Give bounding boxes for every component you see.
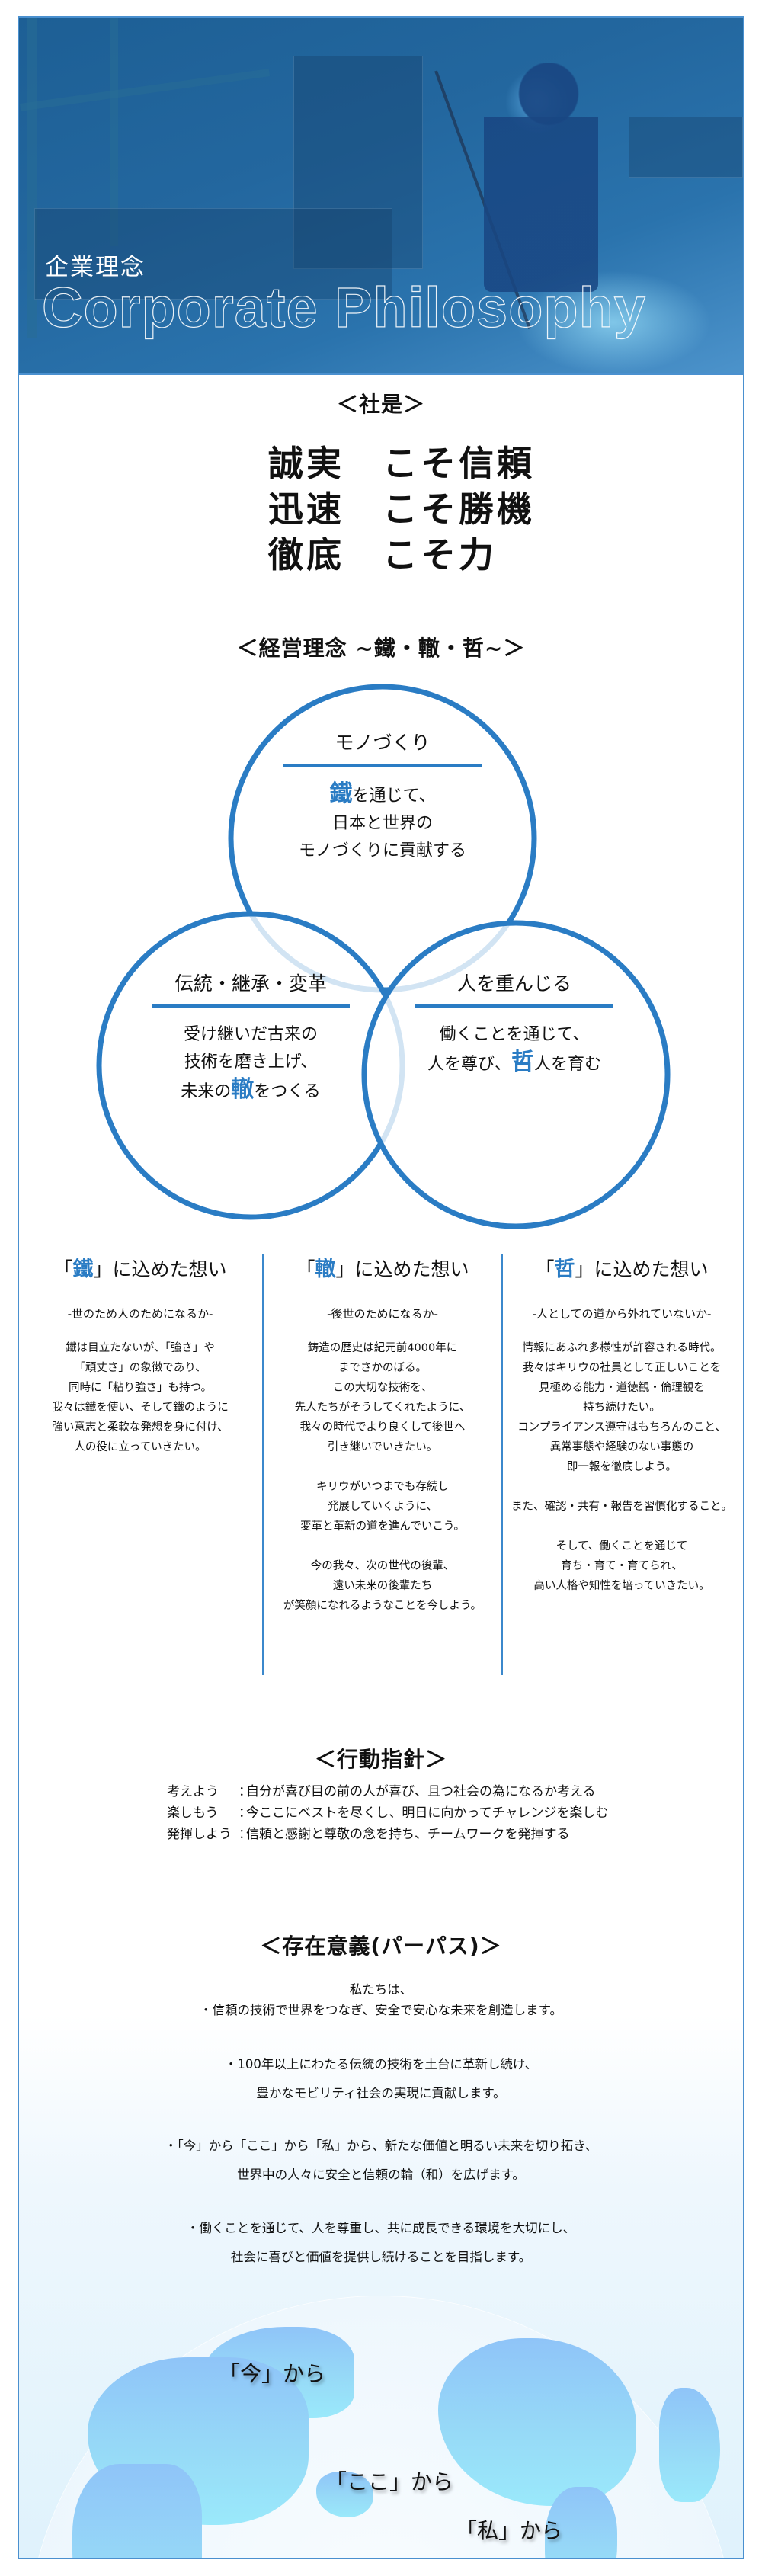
management-heading: ＜経営理念 ~鐵・轍・哲~＞ xyxy=(236,636,526,661)
action-label: 発揮しよう xyxy=(167,1827,232,1842)
continent-south-america xyxy=(545,2487,617,2558)
action-text: 信頼と感謝と尊敬の念を持ち、チームワークを発揮する xyxy=(246,1827,570,1842)
motto-heading: ＜社是＞ xyxy=(336,392,425,417)
globe xyxy=(27,2296,735,2558)
column-subtitle: -後世のためになるか- xyxy=(327,1307,438,1321)
circle-people xyxy=(361,920,671,1229)
purpose-item: ・100年以上にわたる伝統の技術を土台に革新し続け、 豊かなモビリティ社会の実現… xyxy=(224,2057,538,2100)
hero-subtitle: 企業理念 xyxy=(45,254,146,281)
column-divider xyxy=(262,1254,264,1675)
column-tetsugaku: 「哲」に込めた想い -人としての道から外れていないか- 情報にあふれ多様性が許容… xyxy=(504,1254,740,1596)
action-row: 楽しもう：今ここにベストを尽くし、明日に向かってチャレンジを楽しむ xyxy=(167,1802,608,1824)
circle-body: 受け継いだ古来の 技術を磨き上げ、 未来の轍をつくる xyxy=(181,1025,321,1103)
factory-equipment xyxy=(629,117,743,178)
circle-divider xyxy=(283,764,482,767)
circle-title: モノづくり xyxy=(335,732,431,754)
globe-label-here: 「ここ」から xyxy=(325,2469,454,2494)
column-body: 情報にあふれ多様性が許容される時代。 我々はキリウの社員として正しいことを 見極… xyxy=(511,1342,732,1592)
circle-tradition-text: 伝統・継承・変革 受け継いだ古来の 技術を磨き上げ、 未来の轍をつくる xyxy=(152,971,350,1106)
action-row: 発揮しよう：信頼と感謝と尊敬の念を持ち、チームワークを発揮する xyxy=(167,1824,608,1845)
factory-beam xyxy=(110,18,118,246)
purpose-item: ・働くことを通じて、人を尊重し、共に成長できる環境を大切にし、 社会に喜びと価値… xyxy=(186,2221,576,2264)
column-title: 「哲」に込めた想い xyxy=(535,1258,709,1281)
factory-bin xyxy=(34,208,392,300)
hero-title: Corporate Philosophy xyxy=(41,275,646,339)
motto-line: 迅速 こそ勝機 xyxy=(268,489,535,530)
highlight-kanji: 鐵 xyxy=(329,780,353,807)
highlight-kanji: 鐵 xyxy=(72,1258,94,1281)
globe-label-me: 「私」から xyxy=(456,2518,563,2543)
column-body: 鋳造の歴史は紀元前4000年に までさかのぼる。 この大切な技術を、 先人たちが… xyxy=(283,1342,482,1612)
circle-title: 伝統・継承・変革 xyxy=(174,972,327,995)
highlight-kanji: 哲 xyxy=(511,1049,534,1075)
factory-beam xyxy=(19,69,271,111)
factory-beam xyxy=(27,18,37,338)
column-title: 「鐵」に込めた想い xyxy=(53,1258,227,1281)
action-row: 考えよう：自分が喜び目の前の人が喜び、且つ社会の為になるか考える xyxy=(167,1781,608,1802)
action-label: 楽しもう xyxy=(167,1805,219,1821)
page-frame: 企業理念 Corporate Philosophy ＜社是＞ 誠実 こそ信頼 迅… xyxy=(18,16,744,2559)
highlight-kanji: 轍 xyxy=(231,1076,255,1103)
circle-divider xyxy=(415,1004,613,1008)
globe-illustration: 「今」から 「ここ」から 「私」から xyxy=(19,2296,743,2558)
circle-monozukuri xyxy=(228,684,537,993)
purpose-heading: ＜存在意義(パーパス)＞ xyxy=(260,1934,502,1959)
motto-block: 誠実 こそ信頼 迅速 こそ勝機 徹底 こそ力 xyxy=(19,441,743,578)
purpose-item: ・信頼の技術で世界をつなぎ、安全で安心な未来を創造します。 xyxy=(199,2003,563,2017)
column-body: 鐵は目立たないが、「強さ」や 「頑丈さ」の象徴であり、 同時に「粘り強さ」も持つ… xyxy=(52,1342,229,1453)
hero-banner: 企業理念 Corporate Philosophy xyxy=(19,18,743,375)
action-text: 今ここにベストを尽くし、明日に向かってチャレンジを楽しむ xyxy=(246,1805,609,1821)
column-subtitle: -人としての道から外れていないか- xyxy=(532,1307,712,1321)
continent-africa xyxy=(72,2464,202,2558)
column-tetsu: 「鐵」に込めた想い -世のため人のためになるか- 鐵は目立たないが、「強さ」や … xyxy=(25,1254,255,1457)
column-subtitle: -世のため人のためになるか- xyxy=(67,1307,213,1321)
globe-label-now: 「今」から xyxy=(219,2361,326,2386)
circle-divider xyxy=(152,1004,350,1008)
column-wadachi: 「轍」に込めた想い -後世のためになるか- 鋳造の歴史は紀元前4000年に まで… xyxy=(264,1254,501,1616)
circle-tradition xyxy=(96,911,405,1220)
purpose-item: ・「今」から「ここ」から「私」から、新たな価値と明るい未来を切り拓き、 世界中の… xyxy=(164,2139,598,2182)
highlight-kanji: 哲 xyxy=(554,1258,575,1281)
continent-north-america xyxy=(438,2338,636,2506)
factory-machine xyxy=(293,56,423,269)
circle-body: 働くことを通じて、 人を尊び、哲人を育む xyxy=(427,1025,602,1075)
action-label: 考えよう xyxy=(167,1784,219,1799)
worker-figure xyxy=(484,63,598,292)
column-divider xyxy=(501,1254,503,1675)
column-title: 「轍」に込めた想い xyxy=(296,1258,469,1281)
actions-heading: ＜行動指針＞ xyxy=(314,1747,447,1772)
circle-body: 鐵を通じて、 日本と世界の モノづくりに貢献する xyxy=(298,780,466,860)
continent-australia xyxy=(316,2472,373,2517)
highlight-kanji: 轍 xyxy=(315,1258,336,1281)
circle-title: 人を重んじる xyxy=(456,972,572,995)
action-text: 自分が喜び目の前の人が喜び、且つ社会の為になるか考える xyxy=(246,1784,596,1799)
purpose-intro: 私たちは、 xyxy=(349,1982,413,1997)
motto-line: 徹底 こそ力 xyxy=(268,534,497,575)
action-guidelines: 考えよう：自分が喜び目の前の人が喜び、且つ社会の為になるか考える 楽しもう：今こ… xyxy=(167,1781,608,1845)
continent-europe-edge xyxy=(659,2388,720,2502)
circle-monozukuri-text: モノづくり 鐵を通じて、 日本と世界の モノづくりに貢献する xyxy=(283,730,482,865)
circle-people-text: 人を重んじる 働くことを通じて、 人を尊び、哲人を育む xyxy=(415,971,613,1078)
philosophy-columns: 「鐵」に込めた想い -世のため人のためになるか- 鐵は目立たないが、「強さ」や … xyxy=(19,1254,743,1677)
motto-line: 誠実 こそ信頼 xyxy=(268,443,535,484)
